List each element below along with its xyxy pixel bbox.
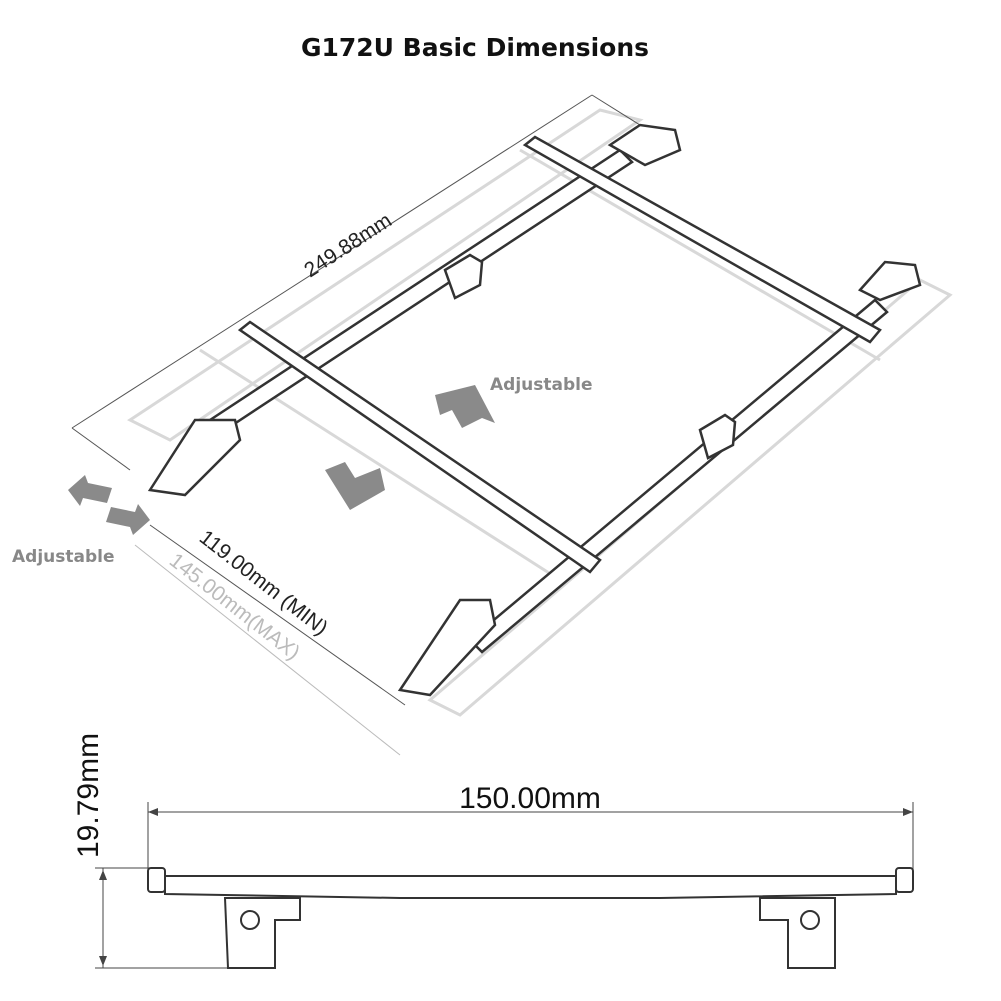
side-foot-right (759, 897, 836, 969)
rear-crossbar (522, 135, 882, 344)
side-foot-left (223, 897, 301, 969)
foot-front-left (147, 418, 242, 497)
adjust-arrow-up-icon (435, 385, 495, 428)
length-label: 249.88mm (300, 209, 396, 282)
adjust-arrow-down-icon (325, 462, 385, 510)
side-bar (164, 875, 897, 899)
foot-rear-left (607, 123, 682, 167)
side-view (95, 802, 914, 969)
side-length-label: 150.00mm (459, 782, 601, 815)
front-crossbar (237, 320, 602, 574)
adjust-arrow-left-icon (68, 475, 112, 506)
diagram-title: G172U Basic Dimensions (301, 33, 649, 62)
foot-front-right (397, 598, 497, 697)
adjust-arrow-right-icon (106, 504, 150, 535)
height-label: 19.79mm (72, 733, 105, 858)
rack (147, 123, 922, 697)
foot-rear-right (857, 260, 922, 302)
adjustable-label-left: Adjustable (12, 547, 115, 567)
width-dimension (134, 524, 406, 756)
length-dimension (71, 94, 641, 471)
adjustable-label-top: Adjustable (490, 375, 593, 395)
